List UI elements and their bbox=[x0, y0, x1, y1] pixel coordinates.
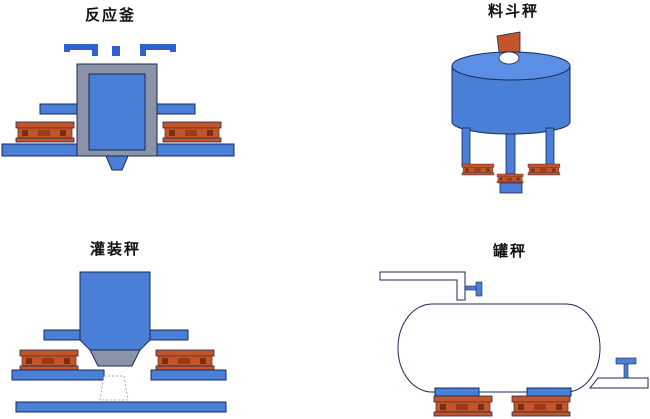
tank-outlet-pipe bbox=[588, 377, 649, 389]
filling-loadcell-left bbox=[19, 349, 79, 371]
reactor-vessel bbox=[88, 73, 146, 151]
hopper-opening bbox=[498, 51, 520, 65]
hopper-scale-diagram bbox=[451, 31, 571, 194]
tank-scale-diagram bbox=[379, 271, 649, 417]
reactor-inlet-pipe-left bbox=[64, 44, 98, 56]
reactor-loadcell-right bbox=[162, 121, 222, 143]
hopper-scale-label: 料斗秤 bbox=[488, 2, 540, 20]
reactor-nozzle bbox=[112, 46, 120, 56]
tank-valve-stem bbox=[465, 285, 477, 291]
filling-silo bbox=[79, 271, 151, 351]
reactor-label: 反应釜 bbox=[85, 6, 137, 24]
hopper-loadcell-left bbox=[461, 163, 495, 176]
tank-saddle-right bbox=[526, 387, 572, 397]
reactor-diagram bbox=[1, 44, 235, 171]
filling-conveyor bbox=[15, 401, 227, 413]
filling-bracket-left bbox=[43, 329, 81, 341]
filling-cone bbox=[89, 349, 141, 367]
hopper-loadcell-center bbox=[496, 173, 524, 184]
filling-stream bbox=[99, 375, 129, 401]
filling-platform-left bbox=[11, 369, 105, 381]
filling-bracket-right bbox=[149, 329, 189, 341]
hopper-leg-left bbox=[461, 127, 471, 167]
tank-loadcell-left bbox=[433, 395, 493, 417]
tank-pipe bbox=[379, 271, 466, 301]
hopper-foot-center bbox=[499, 182, 523, 194]
reactor-bracket-left bbox=[39, 103, 78, 115]
hopper-loadcell-right bbox=[527, 163, 561, 176]
tank-scale-label: 罐秤 bbox=[493, 242, 528, 260]
filling-scale-label: 灌装秤 bbox=[90, 240, 142, 258]
reactor-loadcell-left bbox=[15, 121, 75, 143]
reactor-inlet-pipe-right bbox=[140, 44, 176, 56]
filling-platform-right bbox=[150, 369, 227, 381]
reactor-bracket-right bbox=[156, 103, 196, 115]
tank-saddle-left bbox=[434, 387, 480, 397]
filling-scale-diagram bbox=[11, 271, 227, 413]
hopper-leg-center bbox=[505, 133, 516, 175]
tank-loadcell-right bbox=[511, 395, 571, 417]
tank-outlet-valve-stem bbox=[623, 361, 629, 379]
reactor-outlet bbox=[105, 155, 129, 171]
tank-valve-handle bbox=[475, 281, 483, 297]
tank-outlet-valve-handle bbox=[615, 357, 637, 365]
filling-loadcell-right bbox=[155, 349, 215, 371]
tank-body bbox=[397, 303, 601, 393]
hopper-leg-right bbox=[545, 127, 555, 167]
